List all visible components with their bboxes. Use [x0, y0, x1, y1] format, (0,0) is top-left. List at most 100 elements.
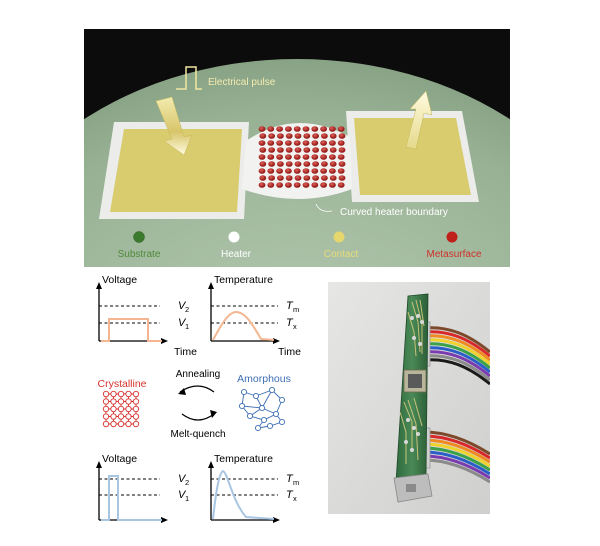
metasurface-dot [329, 182, 336, 188]
voltage-axis-label-2: Voltage [102, 453, 137, 465]
device-rendering: Electrical pulse Curved heater boundary … [0, 29, 600, 546]
metasurface-dot [285, 140, 292, 146]
metasurface-dot [258, 182, 266, 188]
legend-metasurface: Metasurface [426, 249, 481, 260]
svg-text:T: T [286, 489, 294, 501]
metasurface-dot [337, 168, 345, 174]
metasurface-dot [303, 147, 311, 153]
annealing-arrow [179, 385, 215, 393]
arrow-in-icon [155, 96, 193, 156]
metasurface-dot [337, 182, 345, 188]
left-contact-pad [110, 129, 242, 212]
metasurface-dot [258, 154, 266, 160]
metasurface-dot [276, 182, 283, 188]
melt-voltage-pulse [101, 475, 162, 521]
metasurface-dot [285, 126, 292, 132]
metasurface-dot [277, 133, 284, 139]
lattice-atom [132, 390, 140, 398]
metasurface-dot [294, 175, 302, 181]
svg-text:x: x [293, 322, 297, 331]
svg-text:V: V [178, 317, 187, 329]
lattice-atom [102, 420, 110, 428]
melt-quench-plots: Voltage V 2 V 1 Temperature T m T x [86, 451, 312, 541]
crystalline-lattice-icon [102, 390, 140, 428]
metasurface-dot [285, 175, 293, 181]
temperature-axis-label-2: Temperature [214, 453, 273, 465]
metasurface-dot [311, 154, 319, 160]
annealing-temperature-curve [212, 310, 275, 341]
lattice-atom [125, 398, 132, 405]
lattice-atom [125, 413, 132, 420]
lattice-atom [102, 398, 110, 405]
metasurface-dot [329, 168, 336, 174]
metasurface-dot [338, 133, 346, 139]
metasurface-dot [285, 182, 292, 188]
legend-substrate: Substrate [118, 249, 161, 260]
device-photo [328, 282, 491, 514]
metasurface-dot [337, 126, 345, 132]
lattice-atom [110, 413, 117, 420]
svg-text:x: x [293, 494, 297, 503]
metasurface-dot [303, 161, 311, 167]
metasurface-dot [320, 126, 327, 132]
metasurface-dot [338, 175, 346, 181]
svg-text:2: 2 [185, 478, 189, 487]
device-rendering-panel: Electrical pulse Curved heater boundary … [0, 29, 600, 546]
legend-contact-marker [333, 231, 345, 243]
metasurface-dot [268, 147, 275, 153]
metasurface-dot [312, 161, 319, 167]
metasurface-dot [259, 147, 267, 153]
arrow-out-icon [405, 90, 433, 150]
metasurface-dot [329, 140, 336, 146]
metasurface-dot [302, 168, 310, 174]
metasurface-dot [311, 140, 319, 146]
metasurface-dot [312, 133, 319, 139]
pulse-label: Electrical pulse [208, 77, 276, 88]
temperature-axis-label: Temperature [214, 274, 273, 286]
svg-text:T: T [286, 317, 294, 329]
lattice-atom [132, 420, 140, 428]
annealing-voltage-pulse [101, 318, 162, 342]
svg-text:T: T [286, 473, 294, 485]
metasurface-dot [329, 154, 336, 160]
time-axis-label: Time [174, 346, 197, 358]
metasurface-dot [285, 154, 292, 160]
metasurface-dot [259, 175, 267, 181]
metasurface-dot [268, 133, 275, 139]
lattice-atom [110, 420, 117, 428]
svg-text:V: V [178, 300, 187, 312]
lattice-atom [110, 405, 117, 413]
metasurface-dot [276, 168, 283, 174]
legend-heater-marker [228, 231, 240, 243]
metasurface-dot [320, 140, 327, 146]
metasurface-dot [277, 175, 284, 181]
metasurface-dot [294, 147, 302, 153]
metasurface-dot [276, 154, 283, 160]
metasurface-dot [329, 175, 337, 181]
svg-text:V: V [178, 489, 187, 501]
solder-joints [404, 314, 424, 452]
lattice-atom [125, 420, 132, 428]
metasurface-dot [267, 126, 275, 132]
svg-text:1: 1 [185, 322, 189, 331]
metasurface-dot [267, 168, 275, 174]
legend-contact: Contact [324, 249, 359, 260]
metasurface-dot [302, 140, 310, 146]
svg-text:1: 1 [185, 494, 189, 503]
svg-text:T: T [286, 300, 294, 312]
metasurface-dot [294, 161, 302, 167]
metasurface-dot [293, 140, 301, 146]
amorphous-network-icon [238, 386, 286, 432]
metasurface-dot [267, 182, 275, 188]
lattice-atom [117, 390, 125, 398]
metasurface-dot [321, 175, 328, 181]
lattice-atom [132, 413, 140, 420]
metasurface-dot [277, 147, 284, 153]
amorphous-label: Amorphous [237, 373, 291, 385]
metasurface-dot [302, 154, 310, 160]
metasurface-dot [294, 133, 302, 139]
metasurface-dot [321, 133, 328, 139]
chip-die [408, 374, 422, 388]
metasurface-dot [285, 168, 292, 174]
lattice-atom [110, 390, 117, 398]
